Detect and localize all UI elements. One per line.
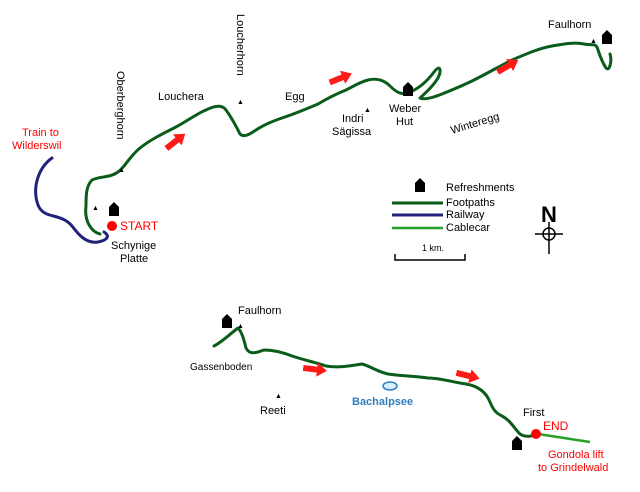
train-label-line2: Wilderswil [12, 140, 62, 152]
direction-arrow-2 [327, 67, 355, 89]
refreshment-hut-icon [602, 30, 612, 44]
end-marker [531, 429, 541, 439]
refreshment-hut-icon [512, 436, 522, 450]
peak-triangle-icon: ▲ [92, 205, 99, 212]
gondola-label-line1: Gondola lift [548, 449, 604, 461]
legend-footpaths: Footpaths [446, 197, 495, 209]
lake-label-bachalpsee: Bachalpsee [352, 396, 413, 408]
scale-bar [394, 254, 466, 261]
station-label-line1: Schynige [111, 240, 156, 252]
compass-icon [535, 222, 563, 254]
peak-label-egg: Egg [285, 91, 305, 103]
footpath-top-route [84, 41, 613, 236]
peak-triangle-icon: ▲ [590, 38, 597, 45]
end-label: END [543, 419, 569, 433]
railway-line [34, 156, 109, 244]
peak-triangle-icon: ▲ [237, 323, 244, 330]
peak-label-indri: Indri [342, 113, 363, 125]
refreshment-hut-icon [222, 314, 232, 328]
peak-label-reeti: Reeti [260, 405, 286, 417]
legend-railway: Railway [446, 209, 485, 221]
refreshments-legend-icon [415, 178, 425, 192]
scale-label: 1 km. [422, 243, 444, 253]
peak-label-faulhorn-top: Faulhorn [548, 19, 591, 31]
start-marker [107, 221, 117, 231]
hut-label-line1: Weber [389, 103, 422, 115]
lake-icon [382, 381, 398, 391]
north-letter: N [541, 202, 557, 227]
legend-cablecar: Cablecar [446, 222, 490, 234]
place-label-winteregg: Winteregg [449, 111, 500, 137]
peak-triangle-icon: ▲ [237, 99, 244, 106]
peak-label-louchera: Louchera [158, 91, 205, 103]
place-label-gassenboden: Gassenboden [190, 362, 252, 373]
refreshment-hut-icon [109, 202, 119, 216]
gondola-cable-line [537, 432, 591, 444]
peak-label-oberberghorn: Oberberghorn [114, 71, 126, 140]
gondola-label-line2: to Grindelwald [538, 462, 608, 474]
map-legend: Refreshments Footpaths Railway Cablecar … [392, 178, 563, 261]
peak-label-faulhorn-bottom: Faulhorn [238, 305, 281, 317]
hut-label-line2: Hut [396, 116, 413, 128]
peak-triangle-icon: ▲ [275, 393, 282, 400]
train-label-line1: Train to [22, 127, 59, 139]
peak-triangle-icon: ▲ [118, 167, 125, 174]
refreshment-hut-icon [403, 82, 413, 96]
footpath-bottom-route [212, 326, 540, 438]
start-label: START [120, 219, 159, 233]
station-label-line2: Platte [120, 253, 148, 265]
peak-label-sagissa: Sägissa [332, 126, 372, 138]
place-label-first: First [523, 407, 544, 419]
peak-label-loucherhorn: Loucherhorn [234, 14, 246, 76]
legend-refreshments: Refreshments [446, 182, 515, 194]
peak-triangle-icon: ▲ [364, 107, 371, 114]
